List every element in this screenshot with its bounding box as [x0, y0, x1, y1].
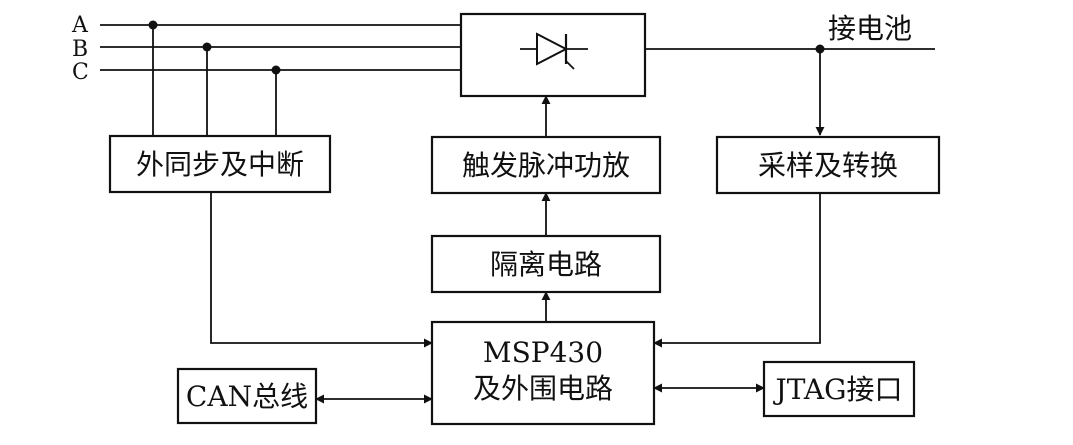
- can-bus-label: CAN总线: [186, 380, 308, 413]
- battery-label: 接电池: [828, 12, 912, 45]
- mcu-label-line1: MSP430: [483, 336, 603, 369]
- junction-dot-a: [148, 20, 158, 30]
- sampling-to-mcu-arrow: [653, 193, 821, 348]
- mcu-label-line2: 及外围电路: [473, 372, 613, 405]
- jtag-label: JTAG接口: [773, 373, 903, 406]
- phase-label-a: A: [71, 13, 89, 38]
- trigger-amp-label: 触发脉冲功放: [462, 149, 630, 182]
- junction-dot-b: [202, 42, 212, 52]
- sampling-label: 采样及转换: [758, 149, 898, 182]
- sampling-block: [715, 135, 941, 195]
- isolation-label: 隔离电路: [490, 248, 602, 281]
- thyristor-symbol-icon: [520, 32, 588, 70]
- rectifier-block: [459, 12, 647, 98]
- mcu-block: [430, 320, 656, 426]
- sync-interrupt-label: 外同步及中断: [136, 148, 304, 181]
- jtag-block: [762, 360, 916, 418]
- phase-label-c: C: [72, 60, 89, 85]
- can-bus-block: [176, 367, 318, 425]
- trigger-amp-block: [430, 135, 662, 195]
- sync-interrupt-block: [108, 134, 332, 194]
- junction-dot-c: [271, 65, 281, 75]
- phase-label-b: B: [72, 37, 88, 62]
- sync-to-mcu-arrow: [210, 192, 433, 348]
